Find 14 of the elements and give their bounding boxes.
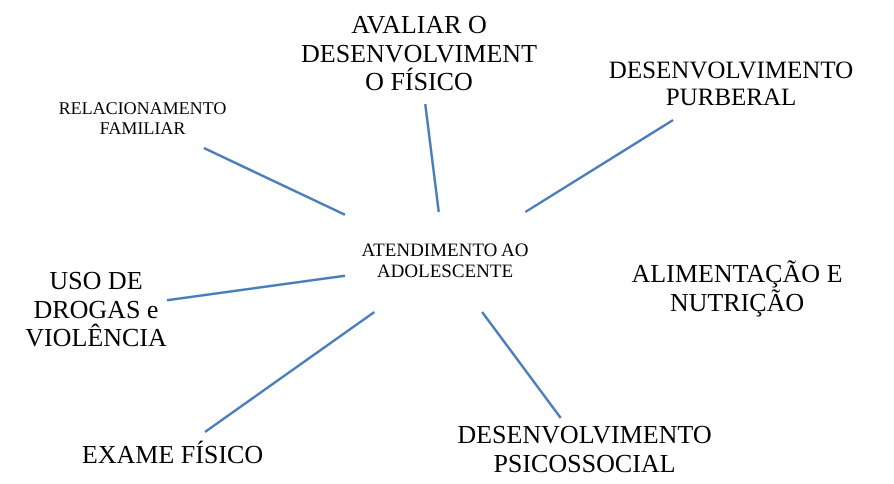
connector-line bbox=[524, 118, 674, 214]
connector-line bbox=[481, 311, 562, 419]
topic-label: DESENVOLVIMENTO PSICOSSOCIAL bbox=[456, 421, 713, 479]
topic-label: USO DE DROGAS e VIOLÊNCIA bbox=[25, 267, 167, 353]
topic-label: RELACIONAMENTO FAMILIAR bbox=[58, 99, 228, 139]
connector-line bbox=[424, 104, 440, 212]
topic-label: AVALIAR O DESENVOLVIMENTO FÍSICO bbox=[300, 11, 538, 97]
topic-label: ATENDIMENTO AO ADOLESCENTE bbox=[360, 241, 530, 283]
topic-label: DESENVOLVIMENTO PURBERAL bbox=[608, 56, 854, 112]
connector-line bbox=[203, 146, 346, 216]
connector-line bbox=[166, 274, 346, 302]
topic-label: ALIMENTAÇÃO E NUTRIÇÃO bbox=[630, 260, 844, 318]
topic-label: EXAME FÍSICO bbox=[80, 440, 264, 470]
connector-line bbox=[204, 310, 376, 434]
